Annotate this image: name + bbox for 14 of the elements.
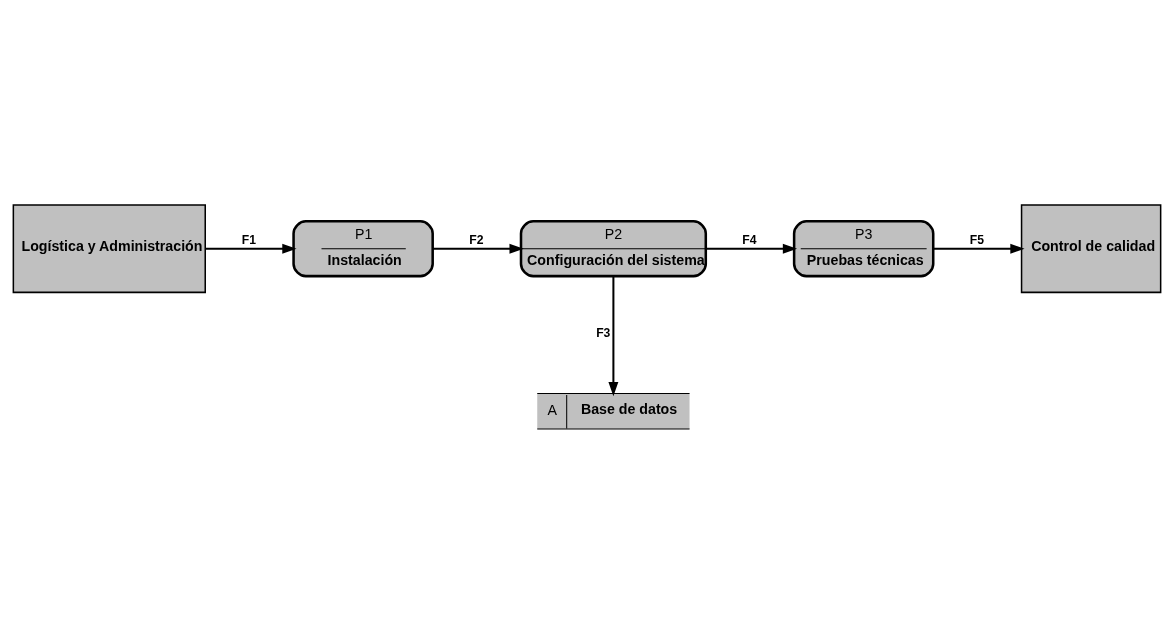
node-box: Logística y Administración [12, 204, 206, 294]
arrow [432, 243, 524, 254]
arrow [608, 276, 619, 397]
edge-label: F1 [241, 233, 257, 248]
edge-label: F3 [596, 325, 611, 340]
arrow [705, 243, 798, 254]
node-box: P3 Pruebas técnicas [792, 220, 935, 278]
edge-label: F5 [969, 233, 984, 248]
arrow [933, 243, 1025, 254]
edge-label: F2 [469, 233, 484, 248]
node-box: P1 Instalación [292, 220, 434, 278]
node-box: Control de calidad [1020, 204, 1162, 294]
arrow [205, 243, 297, 254]
edge-label: F4 [742, 233, 757, 248]
